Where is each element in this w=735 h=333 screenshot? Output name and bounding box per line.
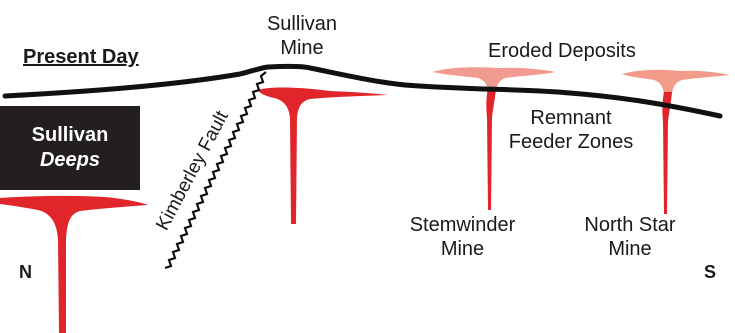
remnant-feeder-zones-label: Remnant Feeder Zones (496, 106, 646, 155)
north-star-mine-label: North Star Mine (565, 213, 695, 262)
north-star-feeder-zone (662, 92, 672, 214)
eroded-deposits-label: Eroded Deposits (488, 39, 636, 63)
eroded-deposit-north-star (622, 70, 730, 94)
south-direction-label: S (704, 262, 716, 283)
sullivan-mine-label: Sullivan Mine (262, 12, 342, 61)
stemwinder-mine-label: Stemwinder Mine (395, 213, 530, 262)
north-star-line1: North Star (584, 214, 675, 236)
stemwinder-line1: Stemwinder (410, 214, 516, 236)
sullivan-mine-label-line1: Sullivan (267, 13, 337, 35)
sullivan-deeps-line2: Deeps (40, 148, 100, 173)
remnant-feeder-line2: Feeder Zones (509, 131, 634, 153)
stemwinder-line2: Mine (441, 238, 484, 260)
north-direction-label: N (19, 262, 32, 283)
present-day-label: Present Day (23, 46, 139, 69)
remnant-feeder-line1: Remnant (530, 107, 611, 129)
sullivan-mine-orebody (258, 87, 388, 224)
sullivan-mine-label-line2: Mine (280, 37, 323, 59)
stemwinder-feeder-zone (486, 88, 496, 210)
sullivan-deeps-box: Sullivan Deeps (0, 106, 140, 190)
sullivan-deeps-line1: Sullivan (32, 123, 109, 148)
north-star-line2: Mine (608, 238, 651, 260)
